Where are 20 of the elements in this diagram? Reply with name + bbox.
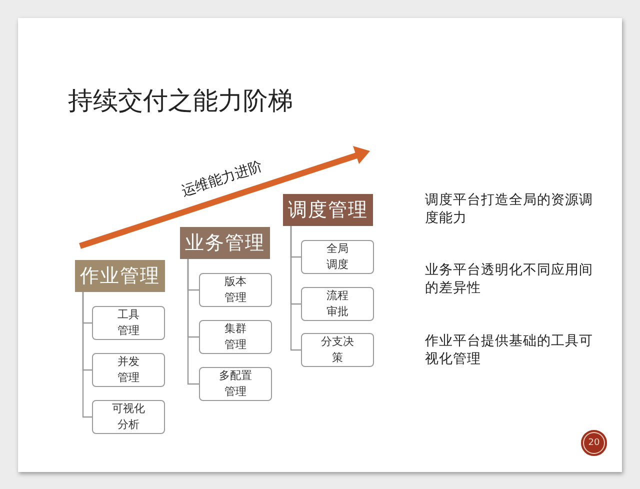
item-box: 集群管理 bbox=[199, 320, 272, 354]
category-header: 作业管理 bbox=[75, 260, 165, 292]
category-header: 业务管理 bbox=[180, 227, 270, 259]
item-box: 可视化分析 bbox=[92, 400, 165, 434]
arrow-label: 运维能力进阶 bbox=[179, 157, 265, 201]
item-box: 分支决策 bbox=[301, 333, 374, 367]
description-text: 调度平台打造全局的资源调度能力 bbox=[425, 192, 594, 228]
tree-connector bbox=[187, 259, 199, 385]
tree-connector bbox=[82, 292, 92, 418]
item-box: 流程审批 bbox=[301, 287, 374, 321]
item-box: 全局调度 bbox=[301, 240, 374, 274]
item-box: 多配置管理 bbox=[199, 367, 272, 401]
item-box: 并发管理 bbox=[92, 353, 165, 387]
item-box: 工具管理 bbox=[92, 306, 165, 340]
item-box: 版本管理 bbox=[199, 273, 272, 307]
category-header: 调度管理 bbox=[283, 194, 373, 226]
description-text: 作业平台提供基础的工具可视化管理 bbox=[425, 333, 594, 368]
slide-title: 持续交付之能力阶梯 bbox=[68, 85, 293, 117]
tree-connector bbox=[290, 226, 301, 351]
description-text: 业务平台透明化不同应用间的差异性 bbox=[425, 262, 594, 298]
